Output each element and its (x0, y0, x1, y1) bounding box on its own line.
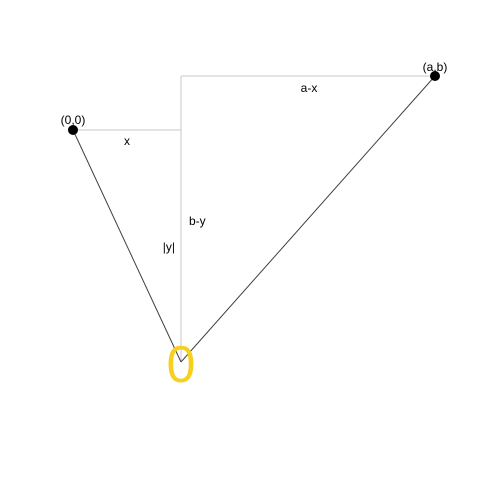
zero-marker: 0 (167, 336, 196, 394)
segment-label-abs-y: |y| (163, 240, 175, 254)
segment-label-b-minus-y: b-y (189, 214, 206, 228)
path-from-origin (72, 129, 182, 363)
target-label: (a,b) (423, 60, 448, 74)
segment-label-a-minus-x: a-x (301, 81, 318, 95)
target-point (430, 71, 440, 81)
path-to-target (180, 75, 436, 363)
segment-label-x: x (124, 134, 130, 148)
origin-label: (0,0) (61, 113, 86, 127)
origin-point (68, 125, 78, 135)
